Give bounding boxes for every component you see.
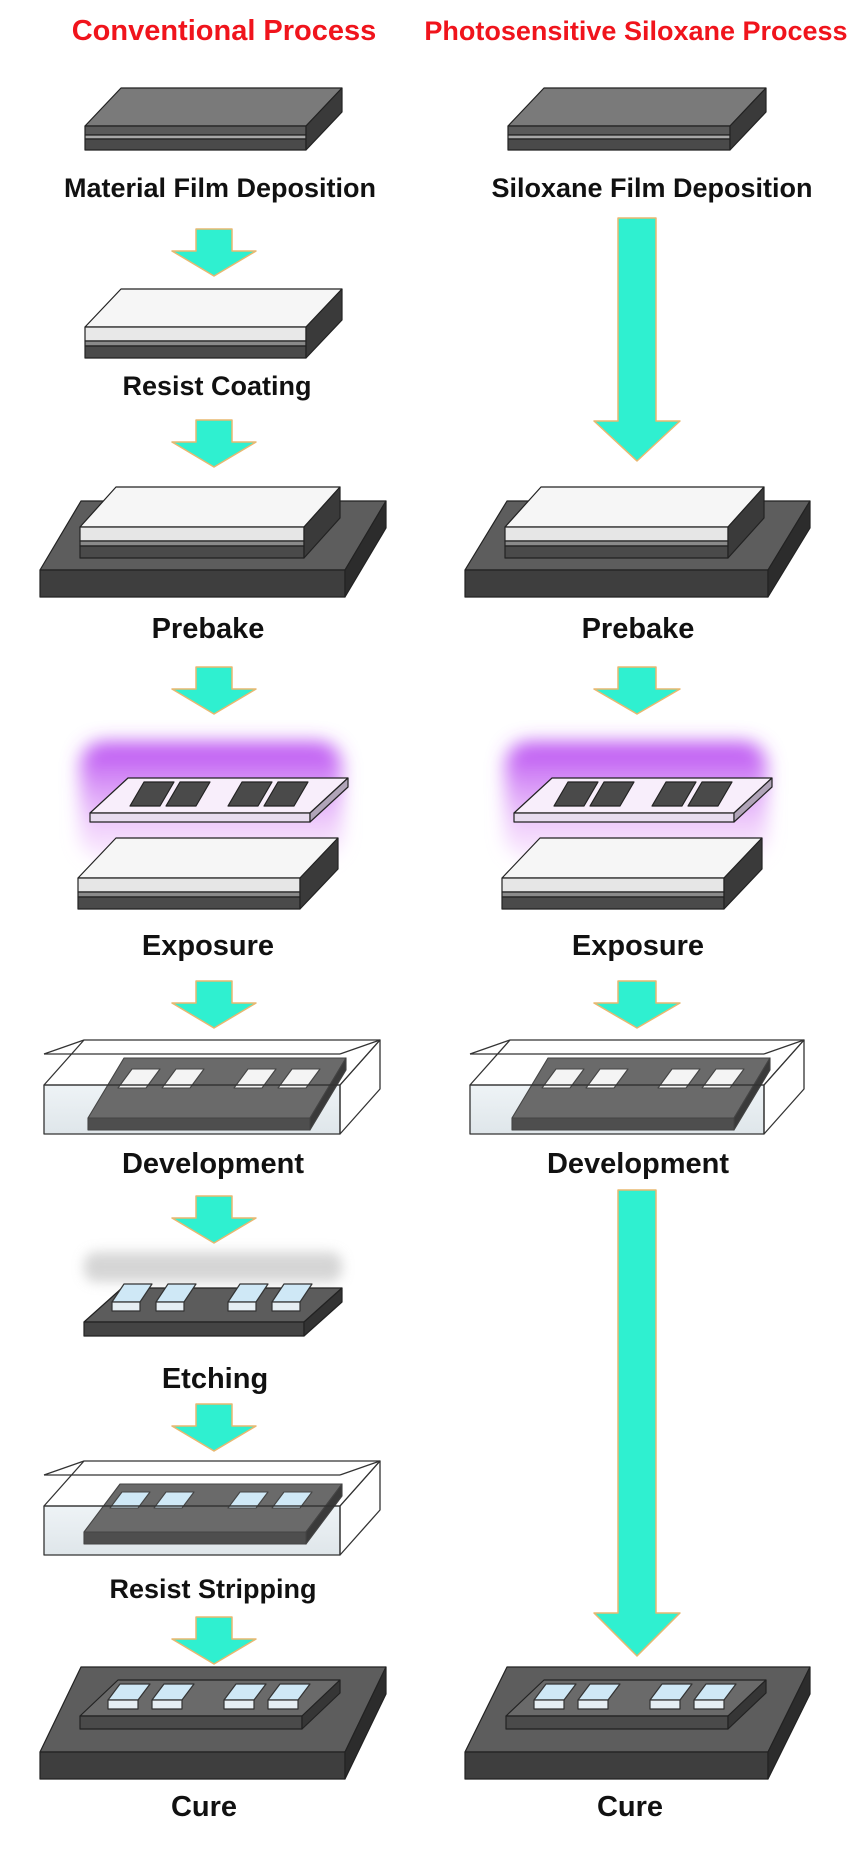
cure-hotplate-illustration xyxy=(464,1666,811,1780)
hotplate-prebake-illustration xyxy=(464,486,811,598)
step-label-development-conventional: Development xyxy=(122,1148,304,1180)
long-down-arrow-icon xyxy=(593,1189,681,1657)
step-label-prebake-conventional: Prebake xyxy=(152,613,265,645)
down-arrow-icon xyxy=(593,980,681,1029)
long-down-arrow-icon xyxy=(593,217,681,462)
step-label-siloxane-film-deposition: Siloxane Film Deposition xyxy=(491,173,812,203)
down-arrow-icon xyxy=(171,980,257,1029)
step-label-prebake-siloxane: Prebake xyxy=(582,613,695,645)
step-label-cure-siloxane: Cure xyxy=(597,1791,663,1823)
down-arrow-icon xyxy=(171,419,257,468)
cure-hotplate-illustration xyxy=(39,1666,387,1780)
resist-coating-illustration xyxy=(84,288,343,359)
step-label-cure-conventional: Cure xyxy=(171,1791,237,1823)
hotplate-prebake-illustration xyxy=(39,486,387,598)
resist-stripping-bath-illustration xyxy=(43,1460,381,1556)
siloxane-process-header: Photosensitive Siloxane Process xyxy=(424,16,847,46)
step-label-exposure-conventional: Exposure xyxy=(142,930,274,962)
down-arrow-icon xyxy=(171,1616,257,1665)
etching-illustration xyxy=(83,1252,343,1337)
step-label-material-film-deposition: Material Film Deposition xyxy=(64,173,376,203)
step-label-resist-coating: Resist Coating xyxy=(122,371,311,401)
uv-exposure-illustration xyxy=(501,742,773,910)
film-deposition-illustration xyxy=(84,87,343,151)
etched-feature xyxy=(111,1283,313,1312)
step-label-development-siloxane: Development xyxy=(547,1148,729,1180)
down-arrow-icon xyxy=(171,1195,257,1244)
step-label-resist-stripping: Resist Stripping xyxy=(109,1574,316,1604)
step-label-etching: Etching xyxy=(162,1363,268,1395)
siloxane-film-deposition-illustration xyxy=(507,87,767,151)
step-label-exposure-siloxane: Exposure xyxy=(572,930,704,962)
patterned-feature xyxy=(107,1683,311,1710)
developer-bath-illustration xyxy=(43,1039,381,1135)
conventional-process-header: Conventional Process xyxy=(72,15,377,47)
patterned-feature xyxy=(533,1683,737,1710)
down-arrow-icon xyxy=(171,228,257,277)
down-arrow-icon xyxy=(171,666,257,715)
developer-bath-illustration xyxy=(469,1039,805,1135)
down-arrow-icon xyxy=(171,1403,257,1452)
uv-exposure-illustration xyxy=(77,742,349,910)
down-arrow-icon xyxy=(593,666,681,715)
